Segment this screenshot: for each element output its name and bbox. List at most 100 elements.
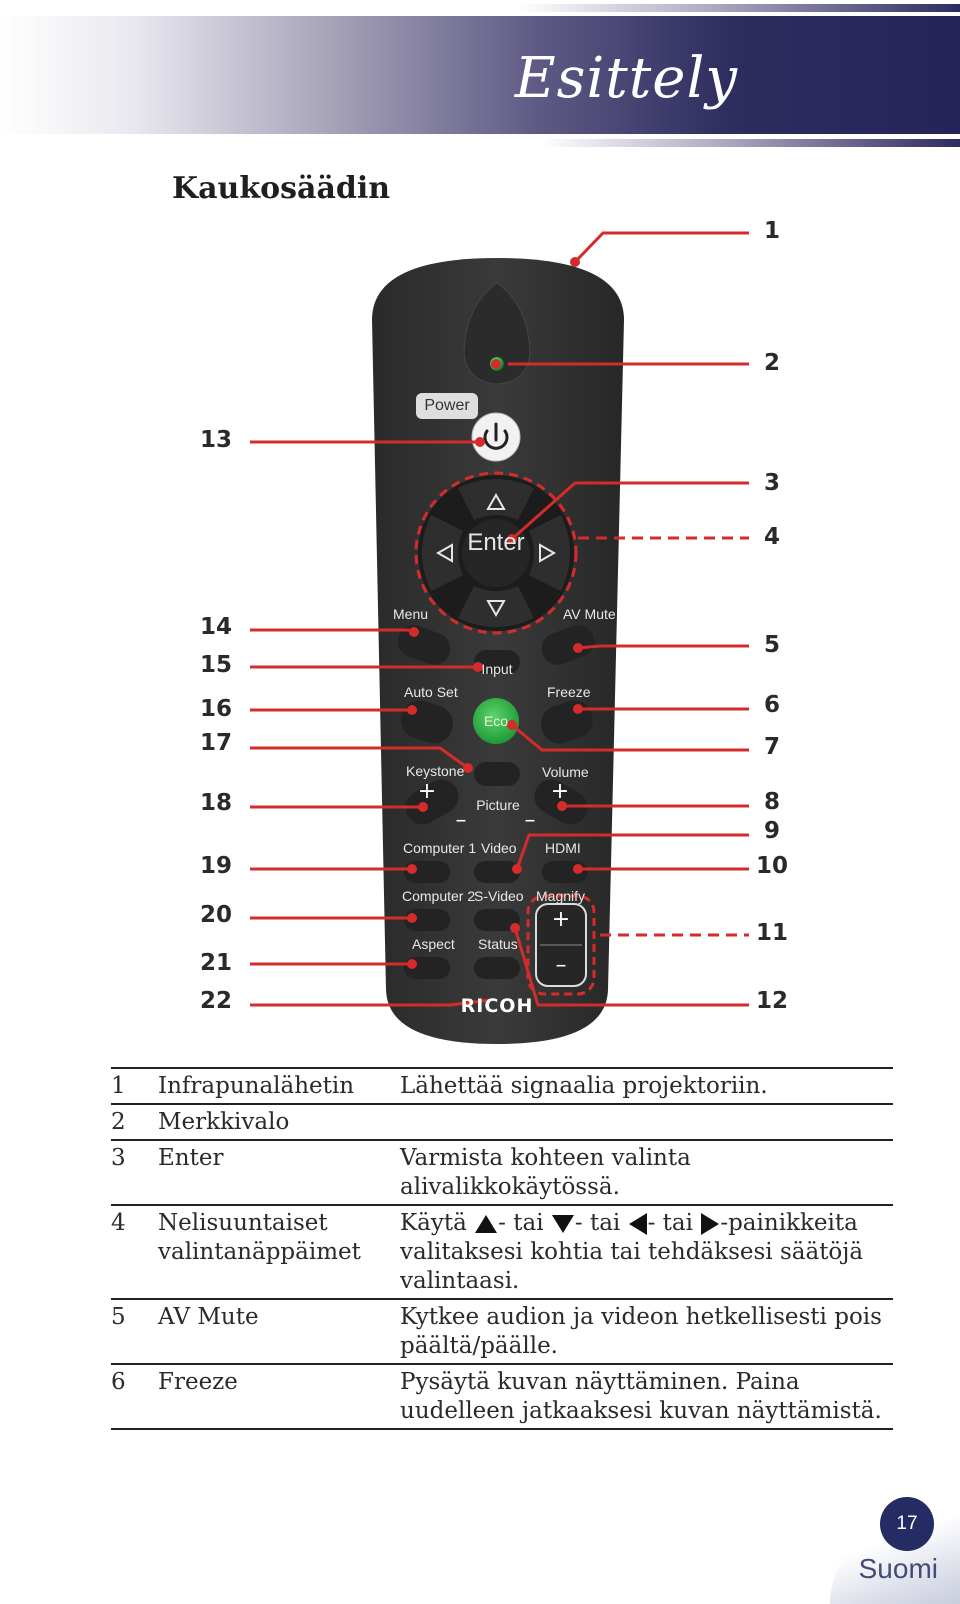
dpad-down-button [458,586,534,627]
callout-number: 10 [755,853,788,879]
callout-number: 21 [199,950,232,976]
volume-plus-icon: + [550,779,570,804]
callout-number: 22 [199,988,232,1014]
callout-number: 2 [763,350,780,376]
keystone-plus-icon: + [417,779,437,804]
row-number: 2 [111,1109,126,1135]
header-bottom-line [540,139,960,147]
callout-number: 13 [199,427,232,453]
callout-number: 8 [763,789,780,815]
picture-label: Picture [476,797,520,813]
arrow-down-icon [551,1215,574,1233]
status-button [474,957,520,979]
eco-button [473,698,519,744]
keystone-button [405,779,459,825]
picture-button [474,762,520,786]
svideo-label: S-Video [474,888,524,904]
callout-number: 1 [763,218,780,244]
row-name: AV Mute [158,1304,259,1330]
section-title: Kaukosäädin [172,171,391,206]
table-row: 5 AV Mute Kytkee audion ja videon hetkel… [111,1300,893,1365]
arrow-right-icon [539,543,557,563]
dpad-up-button [458,479,534,520]
desc-text: Käytä [400,1210,467,1236]
row-description [400,1108,893,1137]
callout-number: 20 [199,902,232,928]
page-header: Esittely [0,0,960,150]
brand-logo: RICOH [460,995,534,1017]
video-button [474,861,520,883]
language-label: Suomi [858,1553,938,1584]
avmute-label: AV Mute [563,606,616,622]
dpad-right-button [529,515,570,591]
callout-number: 19 [199,853,232,879]
description-table: 1 Infrapunalähetin Lähettää signaalia pr… [111,1067,893,1430]
dpad-left-button [422,515,463,591]
power-label: Power [416,393,478,419]
autoset-label: Auto Set [404,684,458,700]
callout-lines [250,231,749,1007]
row-description: Pysäytä kuvan näyttäminen. Paina uudelle… [400,1369,882,1424]
arrow-left-icon [628,1213,647,1235]
arrow-down-icon [486,600,506,618]
callout-number: 16 [199,696,232,722]
enter-label: Enter [467,529,525,556]
arrow-left-icon [435,543,453,563]
freeze-label: Freeze [547,684,591,700]
row-number: 5 [111,1304,126,1330]
volume-minus-icon: – [524,808,536,833]
hdmi-label: HDMI [545,840,581,856]
eco-label: Eco [483,713,509,729]
callout-number: 12 [755,988,788,1014]
callout-number: 4 [763,524,780,550]
svideo-button [474,909,520,931]
callout-number: 15 [199,652,232,678]
row-description: Lähettää signaalia projektoriin. [400,1073,768,1099]
volume-label: Volume [542,764,589,780]
menu-label: Menu [393,606,429,622]
desc-text: - tai [574,1210,621,1236]
magnify-plus-icon: + [551,907,571,932]
callout-number: 3 [763,470,780,496]
dpad-dashed-outline [414,471,578,635]
header-top-line [520,4,960,12]
desc-text: - tai [647,1210,693,1236]
magnify-minus-icon: – [555,953,567,978]
aspect-label: Aspect [412,936,455,952]
row-number: 3 [111,1145,126,1171]
row-description: Kytkee audion ja videon hetkellisesti po… [400,1304,882,1359]
row-number: 4 [111,1210,126,1236]
row-name: Enter [158,1145,224,1171]
callout-number: 5 [763,632,780,658]
input-button [474,650,520,674]
callout-number: 9 [763,818,780,844]
magnify-dashed-outline [526,894,596,996]
computer2-label: Computer 2 [402,888,476,904]
row-number: 6 [111,1369,126,1395]
status-label: Status [478,936,518,952]
arrow-right-icon [701,1213,720,1235]
table-row: 1 Infrapunalähetin Lähettää signaalia pr… [111,1069,893,1105]
callout-number: 6 [763,692,780,718]
keystone-label: Keystone [406,763,465,779]
row-name: Freeze [158,1369,238,1395]
chapter-title: Esittely [514,46,738,111]
desc-text: - tai [498,1210,544,1236]
arrow-up-icon [486,492,506,510]
row-name: Merkkivalo [158,1109,290,1135]
avmute-button [541,625,595,665]
remote-control-illustration [250,231,749,1044]
header-band [0,16,960,134]
page-number-badge: 17 [880,1497,934,1551]
arrow-up-icon [475,1215,498,1233]
callout-number: 14 [199,614,232,640]
ir-window [463,282,531,385]
row-name: Infrapunalähetin [158,1073,355,1099]
power-icon [483,422,509,450]
desc-text: -painikkeita valitaksesi kohtia tai tehd… [400,1210,864,1294]
table-row: 4 Nelisuuntaiset valintanäppäimet Käytä … [111,1206,893,1300]
table-row: 2 Merkkivalo [111,1105,893,1141]
input-label: Input [481,661,513,677]
keystone-minus-icon: – [455,808,467,833]
table-row: 6 Freeze Pysäytä kuvan näyttäminen. Pain… [111,1365,893,1430]
